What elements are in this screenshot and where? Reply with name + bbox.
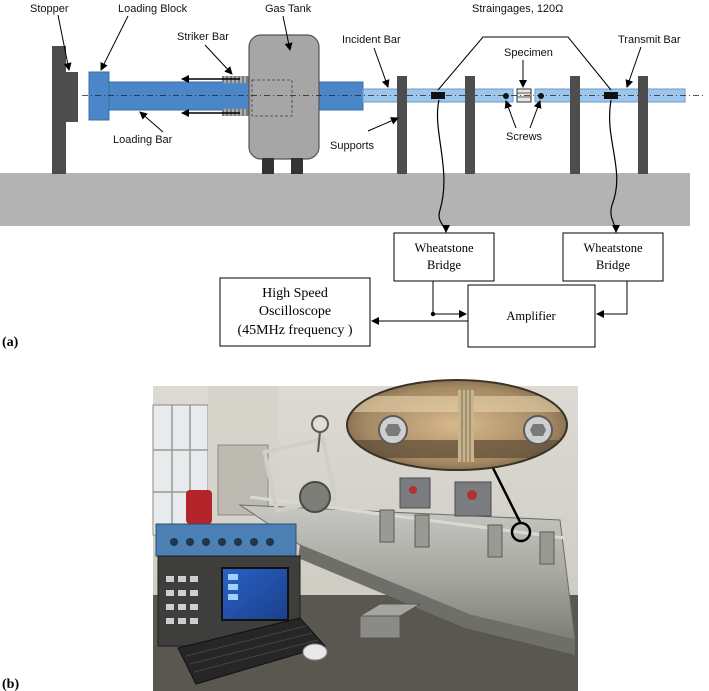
wheatstone-left-line2: Bridge (427, 258, 461, 272)
oscilloscope-box (219, 277, 371, 347)
gas-tank-leg-right (291, 158, 303, 174)
gas-tank-photo (299, 481, 331, 513)
label-stopper: Stopper (30, 3, 69, 15)
chair (186, 490, 212, 524)
strain-gauge-incident (431, 92, 445, 99)
panel-b-label: (b) (2, 677, 19, 691)
wire-transmit (609, 99, 620, 233)
link-right-bridge-amp (596, 281, 628, 318)
pressure-gauge (311, 415, 329, 433)
panel-a-schematic: Stopper Loading Block Striker Bar Gas Ta… (0, 3, 705, 350)
loading-block (88, 71, 110, 121)
keyboard (177, 617, 326, 685)
cabinet (217, 444, 269, 516)
label-straingages: Straingages, 120Ω (472, 3, 563, 15)
zoom-pointer (488, 461, 522, 523)
label-loading-bar: Loading Bar (113, 134, 173, 146)
label-specimen: Specimen (504, 47, 553, 59)
screw-right (538, 93, 544, 99)
mouse (302, 643, 328, 661)
stopper-plate (52, 46, 66, 174)
wheatstone-right-line1: Wheatstone (583, 241, 642, 255)
wheatstone-bridge-right (562, 232, 664, 282)
wheatstone-left-line1: Wheatstone (414, 241, 473, 255)
screw-left (503, 93, 509, 99)
gas-tank-leg-left (262, 158, 274, 174)
label-supports: Supports (330, 140, 375, 152)
specimen-highlight (510, 521, 532, 543)
label-incident-bar: Incident Bar (342, 34, 401, 46)
supports (397, 76, 648, 174)
gas-tank (248, 34, 320, 160)
wheatstone-right-line2: Bridge (596, 258, 630, 272)
label-loading-block: Loading Block (118, 3, 188, 15)
trigger-box (359, 615, 401, 639)
label-striker-bar: Striker Bar (177, 31, 229, 43)
oscilloscope-line2: Oscilloscope (259, 304, 331, 319)
loading-bar (108, 81, 364, 111)
ground-slab (0, 173, 690, 226)
panel-b-photo: (b) (2, 379, 578, 691)
panel-a-label: (a) (2, 335, 19, 350)
wire-incident (436, 99, 450, 233)
label-gas-tank: Gas Tank (265, 3, 312, 15)
label-screws: Screws (506, 131, 543, 143)
oscilloscope-line1: High Speed (262, 286, 328, 301)
oscilloscope-line3: (45MHz frequency ) (237, 323, 352, 338)
specimen-hatch (517, 92, 531, 98)
wheatstone-bridge-left (393, 232, 495, 282)
strain-gauge-transmit (604, 92, 618, 99)
gas-tank-inner (251, 79, 293, 117)
straingage-callout (437, 36, 612, 91)
label-transmit-bar: Transmit Bar (618, 34, 681, 46)
amplifier-label: Amplifier (506, 309, 556, 323)
amplifier-box (467, 284, 596, 348)
photo-supports (379, 509, 555, 565)
stopper-pad (66, 72, 78, 122)
link-left-bridge-amp (432, 281, 467, 318)
zoom-inset (346, 379, 568, 471)
